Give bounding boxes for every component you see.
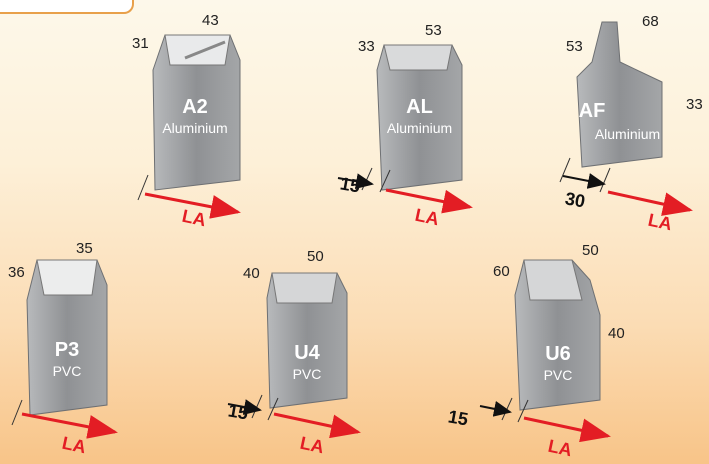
- dimension-label: 40: [608, 325, 625, 342]
- profile-af: AF Aluminium: [572, 21, 667, 172]
- tick-mark: [137, 174, 149, 201]
- la-arrow: [385, 188, 473, 214]
- profile-p3: P3 PVC: [22, 255, 112, 416]
- la-arrow: [21, 412, 118, 439]
- tick-mark: [361, 167, 373, 191]
- profile-al-shape: [376, 44, 463, 191]
- gap-arrow: [479, 401, 512, 417]
- gap-arrow: [227, 399, 262, 415]
- gap-arrow: [562, 173, 606, 189]
- dimension-label: 40: [243, 265, 260, 282]
- dimension-label: 60: [493, 263, 510, 280]
- dimension-label: 31: [132, 35, 149, 52]
- tick-mark: [517, 399, 529, 423]
- dimension-label: 36: [8, 264, 25, 281]
- profile-code: U4: [294, 342, 320, 364]
- profile-material: PVC: [543, 367, 573, 383]
- tick-mark: [11, 399, 23, 426]
- profile-a2-shape: [152, 34, 241, 191]
- la-arrow: [144, 192, 241, 219]
- profile-material: Aluminium: [386, 120, 453, 136]
- profile-code: AF: [578, 100, 606, 122]
- la-arrow: [607, 190, 693, 216]
- profile-a2: A2 Aluminium: [145, 30, 245, 191]
- tick-mark: [501, 397, 513, 421]
- profile-code: P3: [54, 339, 80, 361]
- dimension-label: 50: [307, 248, 324, 265]
- profile-u4: U4 PVC: [262, 268, 352, 409]
- profile-material: Aluminium: [162, 120, 228, 136]
- tick-mark: [599, 167, 611, 193]
- dimension-label: 53: [425, 22, 442, 39]
- profile-u6-shape: [514, 259, 601, 411]
- profile-af-shape: [576, 21, 663, 168]
- profile-material: PVC: [52, 363, 82, 379]
- tick-mark: [251, 394, 263, 419]
- profile-code: AL: [406, 96, 433, 118]
- dimension-label: 53: [566, 38, 583, 55]
- profile-al: AL Aluminium: [372, 40, 467, 191]
- la-arrow: [523, 416, 611, 443]
- tick-mark: [379, 169, 391, 193]
- profile-code: A2: [182, 96, 208, 118]
- la-arrow: [273, 412, 361, 439]
- profile-u6: U6 PVC: [512, 255, 604, 411]
- tick-mark: [559, 157, 571, 183]
- header-tab: [0, 0, 134, 14]
- dimension-label: 43: [202, 12, 219, 29]
- profile-material: Aluminium: [594, 126, 661, 142]
- tick-mark: [267, 397, 279, 421]
- dimension-label: 33: [358, 38, 375, 55]
- gap-arrow: [337, 173, 374, 190]
- dimension-label: 35: [76, 240, 93, 257]
- profile-material: PVC: [292, 366, 322, 382]
- profile-u4-shape: [266, 272, 348, 409]
- profile-code: U6: [545, 343, 571, 365]
- dimension-label: 50: [582, 242, 599, 259]
- dimension-label: 33: [686, 96, 703, 113]
- dimension-label: 68: [642, 13, 659, 30]
